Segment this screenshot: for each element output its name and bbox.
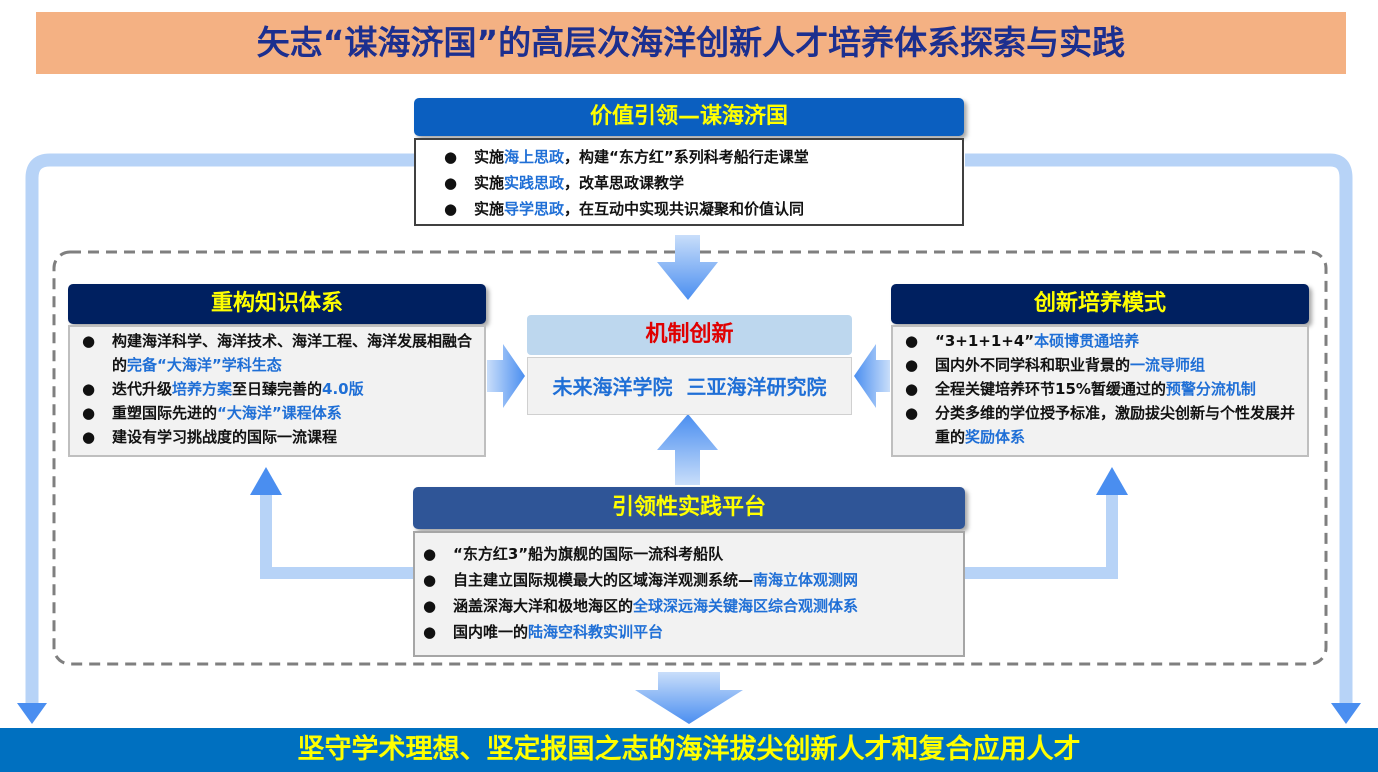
down-arrow-value [657, 235, 718, 300]
practice-right-arrow [965, 490, 1118, 579]
list-item-text: 自主建立国际规模最大的区域海洋观测系统—南海立体观测网 [453, 567, 858, 593]
list-item-text: 实施导学思政，在互动中实现共识凝聚和价值认同 [474, 196, 804, 222]
list-item: ● 国内唯一的陆海空科教实训平台 [423, 619, 955, 645]
list-item: ● 全程关键培养环节15%暂缓通过的预警分流机制 [905, 377, 1295, 401]
bullet-icon: ● [905, 380, 919, 398]
bullet-icon: ● [444, 174, 458, 192]
bullet-icon: ● [905, 404, 919, 422]
plain-text: 构建海洋科学、海洋技术、海洋工程、海洋发展相融合的 [112, 332, 473, 374]
bullet-icon: ● [444, 148, 458, 166]
practice-header: 引领性实践平台 [413, 487, 965, 529]
plain-text: 实施 [474, 148, 505, 166]
list-item-text: “东方红3”船为旗舰的国际一流科考船队 [453, 541, 723, 567]
practice-left-arrow [260, 490, 413, 579]
plain-text: 实施 [474, 200, 505, 218]
plain-text: “东方红3”船为旗舰的国际一流科考船队 [453, 545, 724, 563]
plain-text: ，改革思政课教学 [564, 174, 685, 192]
list-item: ● “3+1+1+4”本硕博贯通培养 [905, 329, 1295, 353]
list-item: ● 自主建立国际规模最大的区域海洋观测系统—南海立体观测网 [423, 567, 955, 593]
list-item-text: 实施海上思政，构建“东方红”系列科考船行走课堂 [474, 144, 809, 170]
down-arrow-bottom [635, 672, 743, 724]
bullet-icon: ● [905, 356, 919, 374]
outer-left-arrow [25, 153, 415, 705]
highlight-text: 完备“大海洋”学科生态 [127, 356, 282, 374]
list-item-text: 迭代升级培养方案至日臻完善的4.0版 [112, 377, 364, 401]
list-item-text: “3+1+1+4”本硕博贯通培养 [935, 329, 1139, 353]
left-arrow-innovation [854, 344, 890, 408]
list-item-text: 分类多维的学位授予标准，激励拔尖创新与个性发展并重的奖励体系 [935, 401, 1295, 449]
highlight-text: 南海立体观测网 [753, 571, 859, 589]
bullet-icon: ● [82, 332, 96, 350]
plain-text: 国内外不同学科和职业背景的 [935, 356, 1131, 374]
highlight-text: 实践思政 [504, 174, 565, 192]
bullet-icon: ● [423, 623, 437, 641]
bullet-icon: ● [82, 428, 96, 446]
list-item: ● 国内外不同学科和职业背景的一流导师组 [905, 353, 1295, 377]
bullet-icon: ● [423, 571, 437, 589]
list-item: ● 涵盖深海大洋和极地海区的全球深远海关键海区综合观测体系 [423, 593, 955, 619]
list-item: ● “东方红3”船为旗舰的国际一流科考船队 [423, 541, 955, 567]
list-item-text: 重塑国际先进的“大海洋”课程体系 [112, 401, 342, 425]
mechanism-body: 未来海洋学院 三亚海洋研究院 [527, 357, 852, 415]
plain-text: 至日臻完善的 [232, 380, 323, 398]
list-item: ● 实施海上思政，构建“东方红”系列科考船行走课堂 [444, 144, 934, 170]
highlight-text: 海上思政 [504, 148, 565, 166]
list-item: ● 重塑国际先进的“大海洋”课程体系 [82, 401, 472, 425]
innovation-header: 创新培养模式 [891, 284, 1309, 324]
list-item: ● 迭代升级培养方案至日臻完善的4.0版 [82, 377, 472, 401]
value-header: 价值引领—谋海济国 [414, 98, 964, 136]
plain-text: 全程关键培养环节15%暂缓通过的 [935, 380, 1166, 398]
plain-text: ，构建“东方红”系列科考船行走课堂 [564, 148, 809, 166]
plain-text: 自主建立国际规模最大的区域海洋观测系统— [453, 571, 754, 589]
highlight-text: 培养方案 [172, 380, 233, 398]
list-item: ● 实施导学思政，在互动中实现共识凝聚和价值认同 [444, 196, 934, 222]
plain-text: ，在互动中实现共识凝聚和价值认同 [564, 200, 805, 218]
bottom-goal-banner: 坚守学术理想、坚定报国之志的海洋拔尖创新人才和复合应用人才 [0, 728, 1378, 772]
list-item-text: 国内外不同学科和职业背景的一流导师组 [935, 353, 1205, 377]
bullet-icon: ● [423, 597, 437, 615]
knowledge-header: 重构知识体系 [68, 284, 486, 324]
highlight-text: “大海洋”课程体系 [217, 404, 342, 422]
practice-list: ● “东方红3”船为旗舰的国际一流科考船队 ● 自主建立国际规模最大的区域海洋观测系统… [413, 531, 965, 657]
highlight-text: 4.0版 [322, 380, 364, 398]
list-item: ● 分类多维的学位授予标准，激励拔尖创新与个性发展并重的奖励体系 [905, 401, 1295, 449]
mechanism-header: 机制创新 [527, 315, 852, 355]
bullet-icon: ● [82, 404, 96, 422]
up-arrow-practice [657, 414, 718, 485]
highlight-text: 本硕博贯通培养 [1034, 332, 1140, 350]
plain-text: 迭代升级 [112, 380, 173, 398]
list-item: ● 建设有学习挑战度的国际一流课程 [82, 425, 472, 449]
highlight-text: 陆海空科教实训平台 [528, 623, 664, 641]
list-item: ● 实施实践思政，改革思政课教学 [444, 170, 934, 196]
highlight-text: 导学思政 [504, 200, 565, 218]
bullet-icon: ● [82, 380, 96, 398]
plain-text: “3+1+1+4” [935, 332, 1035, 350]
highlight-text: 预警分流机制 [1165, 380, 1256, 398]
knowledge-list: ● 构建海洋科学、海洋技术、海洋工程、海洋发展相融合的完备“大海洋”学科生态 ● 迭代… [68, 325, 486, 457]
bullet-icon: ● [423, 545, 437, 563]
list-item-text: 实施实践思政，改革思政课教学 [474, 170, 684, 196]
plain-text: 国内唯一的 [453, 623, 529, 641]
highlight-text: 全球深远海关键海区综合观测体系 [633, 597, 859, 615]
plain-text: 分类多维的学位授予标准，激励拔尖创新与个性发展并重的 [935, 404, 1296, 446]
list-item-text: 涵盖深海大洋和极地海区的全球深远海关键海区综合观测体系 [453, 593, 858, 619]
plain-text: 重塑国际先进的 [112, 404, 218, 422]
list-item-text: 建设有学习挑战度的国际一流课程 [112, 425, 337, 449]
right-arrow-knowledge [487, 344, 525, 408]
outer-right-arrow [965, 153, 1353, 705]
list-item-text: 国内唯一的陆海空科教实训平台 [453, 619, 663, 645]
list-item: ● 构建海洋科学、海洋技术、海洋工程、海洋发展相融合的完备“大海洋”学科生态 [82, 329, 472, 377]
bullet-icon: ● [444, 200, 458, 218]
highlight-text: 奖励体系 [965, 428, 1026, 446]
plain-text: 实施 [474, 174, 505, 192]
plain-text: 建设有学习挑战度的国际一流课程 [112, 428, 338, 446]
list-item-text: 构建海洋科学、海洋技术、海洋工程、海洋发展相融合的完备“大海洋”学科生态 [112, 329, 472, 377]
bullet-icon: ● [905, 332, 919, 350]
plain-text: 涵盖深海大洋和极地海区的 [453, 597, 634, 615]
list-item-text: 全程关键培养环节15%暂缓通过的预警分流机制 [935, 377, 1256, 401]
value-list: ●实施海上思政，构建“东方红”系列科考船行走课堂●实施实践思政，改革思政课教学●… [414, 138, 964, 226]
innovation-list: ● “3+1+1+4”本硕博贯通培养 ● 国内外不同学科和职业背景的一流导师组 ● 全程关… [891, 325, 1309, 457]
page-title: 矢志“谋海济国”的高层次海洋创新人才培养体系探索与实践 [36, 12, 1346, 74]
highlight-text: 一流导师组 [1130, 356, 1206, 374]
